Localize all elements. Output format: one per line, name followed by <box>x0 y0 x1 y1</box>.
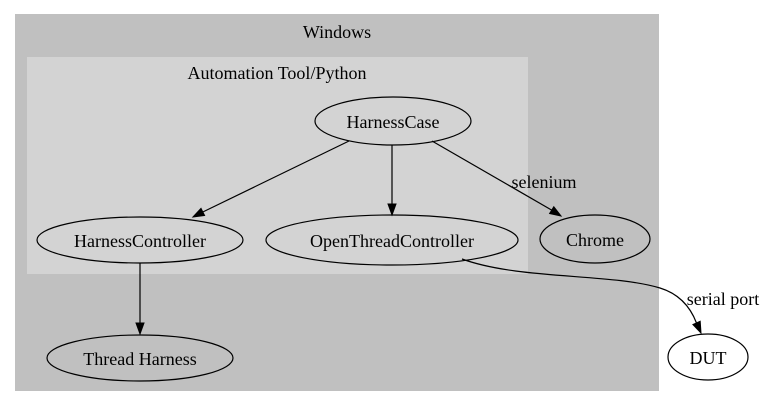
edge-harnesscase-harnesscontroller <box>191 140 350 218</box>
node-dut-label: DUT <box>690 348 727 368</box>
node-harnesscase-label: HarnessCase <box>347 112 440 132</box>
edge-harnesscase-openthreadcontroller <box>387 145 397 217</box>
node-threadharness-ellipse <box>46 334 234 382</box>
edge-harnesscase-chrome <box>431 140 563 217</box>
node-openthreadcontroller-ellipse <box>265 214 519 266</box>
node-threadharness: Thread Harness <box>46 334 234 382</box>
node-openthreadcontroller: OpenThreadController <box>265 214 519 266</box>
node-dut: DUT <box>667 333 749 381</box>
arrowhead-icon <box>387 203 397 217</box>
edge-curve <box>461 258 698 324</box>
edge-line <box>431 140 552 211</box>
arrowhead-icon <box>191 207 206 218</box>
arrowhead-icon <box>548 205 563 217</box>
node-harnesscase: HarnessCase <box>314 96 472 146</box>
node-chrome: Chrome <box>539 214 651 264</box>
edge-label-serial-port: serial port <box>687 289 759 309</box>
node-harnesscontroller: HarnessController <box>36 216 244 264</box>
edge-label-selenium: selenium <box>512 172 577 192</box>
node-harnesscontroller-label: HarnessController <box>74 231 206 251</box>
cluster-automation-box <box>27 57 528 274</box>
node-chrome-label: Chrome <box>566 230 624 250</box>
edge-harnesscontroller-threadharness <box>135 263 145 336</box>
node-chrome-ellipse <box>539 214 651 264</box>
edge-openthreadcontroller-dut <box>461 258 702 335</box>
node-harnesscontroller-ellipse <box>36 216 244 264</box>
cluster-automation-label: Automation Tool/Python <box>188 63 367 83</box>
arrowhead-icon <box>135 322 145 336</box>
edge-line <box>202 140 350 213</box>
node-harnesscase-ellipse <box>314 96 472 146</box>
arrowhead-icon <box>692 320 702 335</box>
node-dut-ellipse <box>667 333 749 381</box>
cluster-windows-label: Windows <box>303 22 371 42</box>
node-openthreadcontroller-label: OpenThreadController <box>310 231 474 251</box>
node-threadharness-label: Thread Harness <box>83 349 196 369</box>
